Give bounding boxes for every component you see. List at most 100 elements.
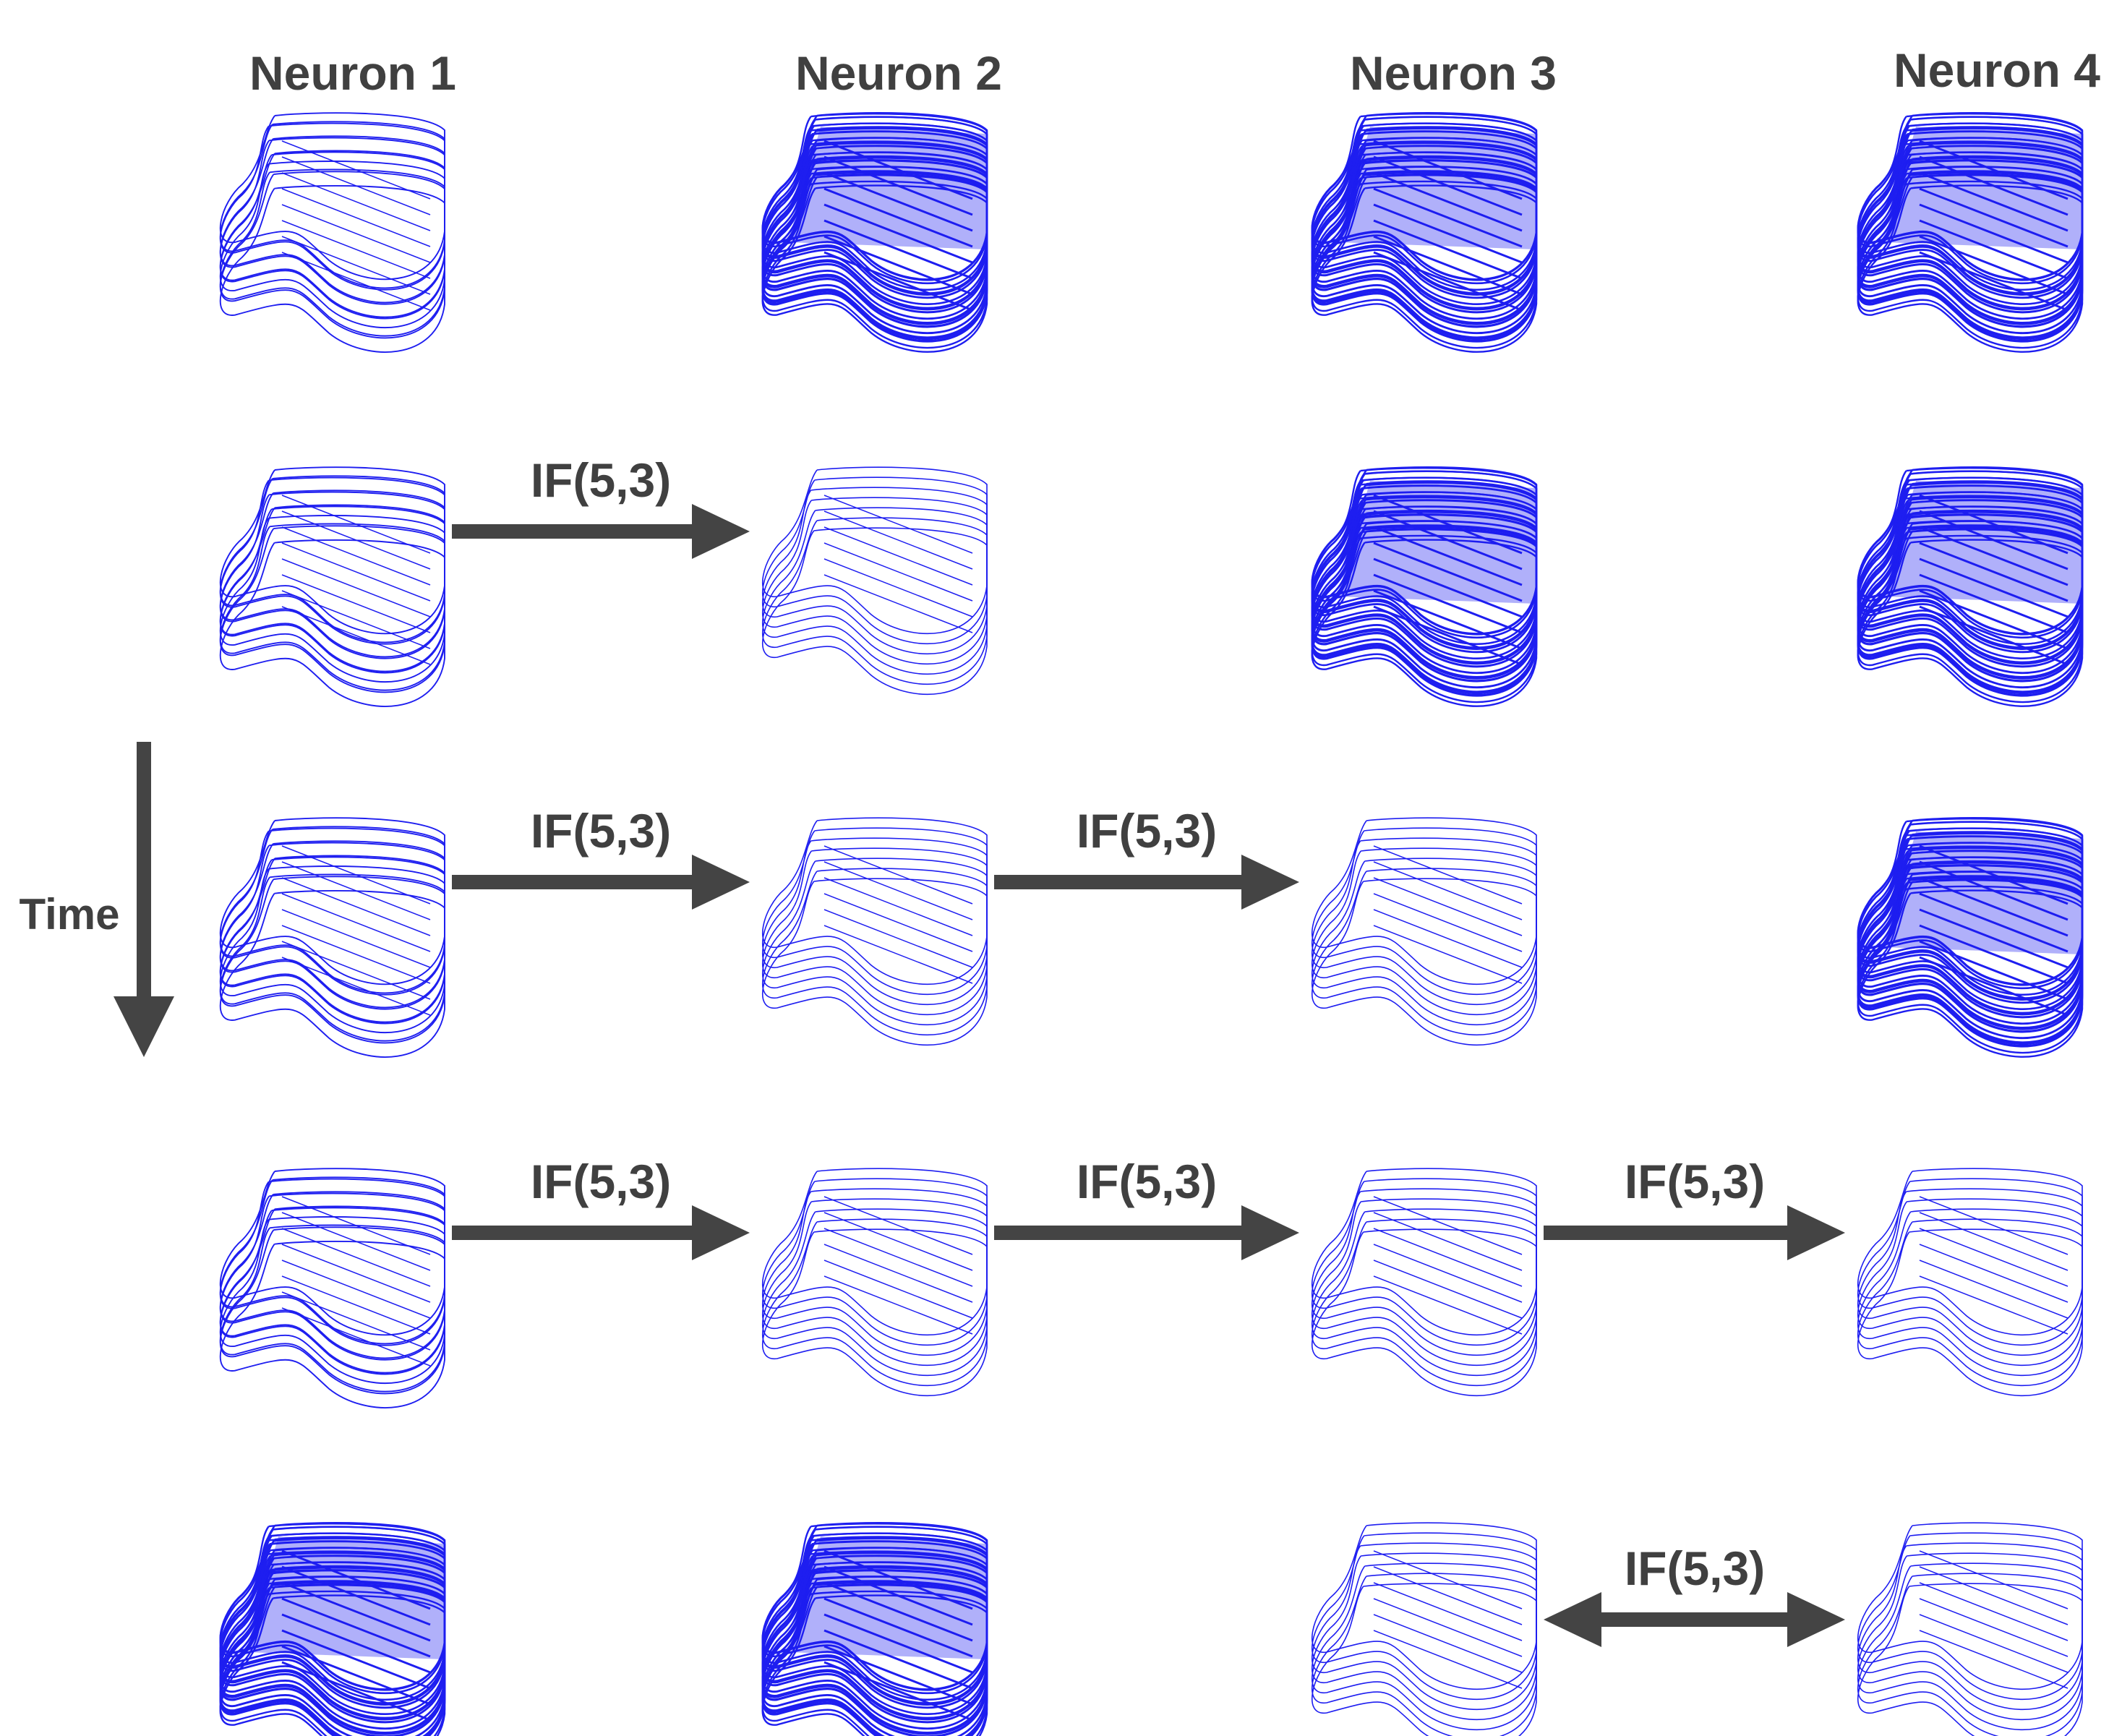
time-label: Time — [20, 890, 120, 938]
trajectory-line — [1311, 137, 1538, 305]
trajectory-line — [1373, 140, 1523, 200]
trajectory-line — [1373, 526, 1523, 586]
trajectory-line — [1857, 174, 2084, 343]
trajectory-line — [823, 1260, 973, 1319]
trajectory-line — [1857, 1228, 2083, 1396]
trajectory-line — [1311, 858, 1537, 1025]
attractor-row2-neuron2 — [761, 466, 988, 695]
trajectory-line — [1311, 1562, 1537, 1730]
trajectory-line — [1373, 893, 1523, 952]
trajectory-line — [823, 861, 973, 920]
trajectory-line — [1373, 1614, 1523, 1673]
attractor-row1-neuron4 — [1857, 112, 2084, 353]
trajectory-line — [219, 539, 445, 707]
trajectory-line — [823, 1549, 973, 1610]
trajectory-line — [1311, 526, 1538, 694]
trajectory-line — [823, 140, 973, 200]
trajectory-line — [219, 1537, 446, 1706]
trajectory-line — [1919, 235, 2068, 296]
trajectory-line — [281, 909, 431, 968]
trajectory-line — [823, 1244, 973, 1303]
trajectory-line — [1857, 160, 2084, 328]
trajectory-line — [761, 1532, 988, 1701]
attractor-row3-neuron1 — [219, 817, 445, 1058]
trajectory-line — [1857, 879, 2084, 1048]
trajectory-line — [1311, 827, 1537, 995]
trajectory-line — [219, 135, 445, 304]
trajectory-line — [219, 1526, 446, 1694]
trajectory-line — [1919, 924, 2068, 985]
trajectory-line — [281, 558, 431, 617]
attractor-row2-neuron4 — [1857, 466, 2084, 707]
trajectory-line — [761, 171, 988, 340]
trajectory-line — [219, 475, 445, 643]
trajectory-line — [1857, 122, 2084, 291]
trajectory-line — [1857, 526, 2084, 694]
trajectory-line — [823, 1661, 973, 1722]
attractor-row4-neuron4 — [1857, 1168, 2083, 1396]
trajectory-line — [1373, 845, 1523, 905]
trajectory-line — [219, 161, 445, 328]
trajectory-line — [219, 184, 445, 353]
trajectory-line — [281, 156, 431, 215]
trajectory-line — [761, 868, 988, 1035]
trajectory-line — [1373, 1550, 1523, 1609]
trajectory-line — [1373, 925, 1523, 984]
trajectory-line — [281, 877, 431, 936]
attractor-row5-neuron1 — [219, 1522, 446, 1736]
trajectory-line — [1373, 494, 1523, 555]
trajectory-line — [1311, 122, 1538, 291]
trajectory-line — [1919, 171, 2068, 232]
trajectory-line — [281, 220, 431, 279]
trajectory-line — [823, 1196, 973, 1255]
trajectory-line — [761, 1218, 988, 1386]
trajectory-line — [1857, 1532, 2083, 1700]
attractor-row1-neuron2 — [761, 112, 988, 353]
coupling-arrow-row5-3-4: IF(5,3) — [1544, 1542, 1845, 1647]
trajectory-line — [1857, 1178, 2083, 1346]
trajectory-line — [281, 495, 431, 554]
trajectory-line — [823, 1613, 973, 1674]
trajectory-line — [1919, 542, 2068, 602]
trajectory-line — [1857, 116, 2084, 284]
trajectory-line — [1857, 856, 2084, 1025]
trajectory-line — [281, 1613, 431, 1674]
trajectory-line — [1919, 1566, 2068, 1625]
trajectory-line — [1857, 1188, 2083, 1356]
trajectory-line — [1311, 505, 1538, 674]
trajectory-line — [823, 251, 973, 312]
attractor-row4-neuron3 — [1311, 1168, 1537, 1396]
trajectory-line — [823, 235, 973, 296]
trajectory-line — [1373, 1212, 1523, 1271]
trajectory-line — [1311, 127, 1538, 296]
trajectory-line — [219, 1224, 445, 1393]
trajectory-line — [219, 515, 445, 683]
trajectory-line — [1311, 1573, 1537, 1736]
trajectory-line — [1857, 157, 2084, 325]
trajectory-line — [1311, 160, 1538, 328]
trajectory-line — [281, 957, 431, 1016]
trajectory-line — [281, 590, 431, 649]
trajectory-line — [761, 1198, 988, 1366]
coupling-arrow-row3-2-3: IF(5,3) — [994, 804, 1299, 910]
trajectory-line — [1857, 1542, 2083, 1710]
trajectory-line — [1311, 184, 1538, 353]
trajectory-line — [219, 1216, 445, 1384]
trajectory-line — [1373, 877, 1523, 936]
trajectory-line — [761, 1178, 988, 1346]
trajectory-line — [1311, 847, 1537, 1015]
trajectory-line — [281, 1196, 431, 1255]
header-neuron-3: Neuron 3 — [1350, 46, 1557, 100]
trajectory-line — [1919, 155, 2068, 216]
trajectory-line — [761, 1581, 988, 1736]
trajectory-line — [761, 1552, 988, 1721]
trajectory-line — [1857, 520, 2084, 688]
trajectory-line — [761, 1547, 988, 1715]
trajectory-line — [1919, 1614, 2068, 1673]
trajectory-line — [823, 925, 973, 984]
trajectory-line — [219, 1240, 445, 1408]
trajectory-line — [823, 845, 973, 905]
trajectory-line — [219, 1575, 446, 1736]
attractor-density-fill — [1883, 481, 2082, 604]
trajectory-line — [281, 1244, 431, 1303]
